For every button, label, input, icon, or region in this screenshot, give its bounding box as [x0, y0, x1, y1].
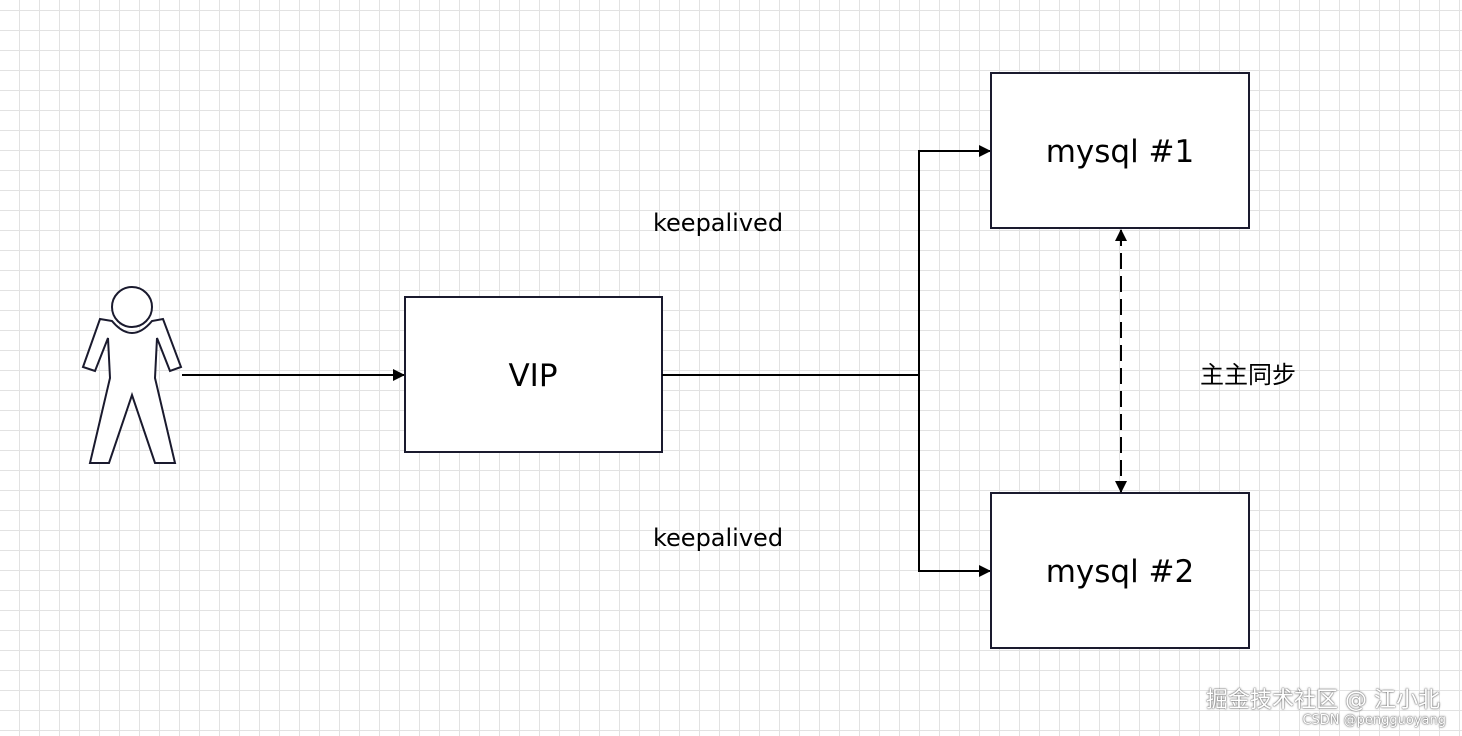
mysql1-node: mysql #1	[990, 72, 1250, 229]
sync-label: 主主同步	[1200, 361, 1296, 389]
vip-label: VIP	[508, 358, 557, 394]
watermark-sub: CSDN @pengguoyang	[1302, 713, 1446, 728]
mysql2-node: mysql #2	[990, 492, 1250, 649]
user-actor-icon	[81, 286, 183, 464]
keepalived-label-top: keepalived	[653, 209, 783, 237]
mysql2-label: mysql #2	[1046, 554, 1195, 590]
actor-head	[111, 286, 153, 328]
keepalived-label-bottom: keepalived	[653, 524, 783, 552]
actor-body	[81, 317, 183, 464]
edge-vip-to-mysql	[662, 145, 991, 577]
mysql1-label: mysql #1	[1046, 134, 1195, 170]
watermark-main: 掘金技术社区 @ 江小北	[1206, 688, 1440, 713]
vip-node: VIP	[404, 296, 663, 453]
